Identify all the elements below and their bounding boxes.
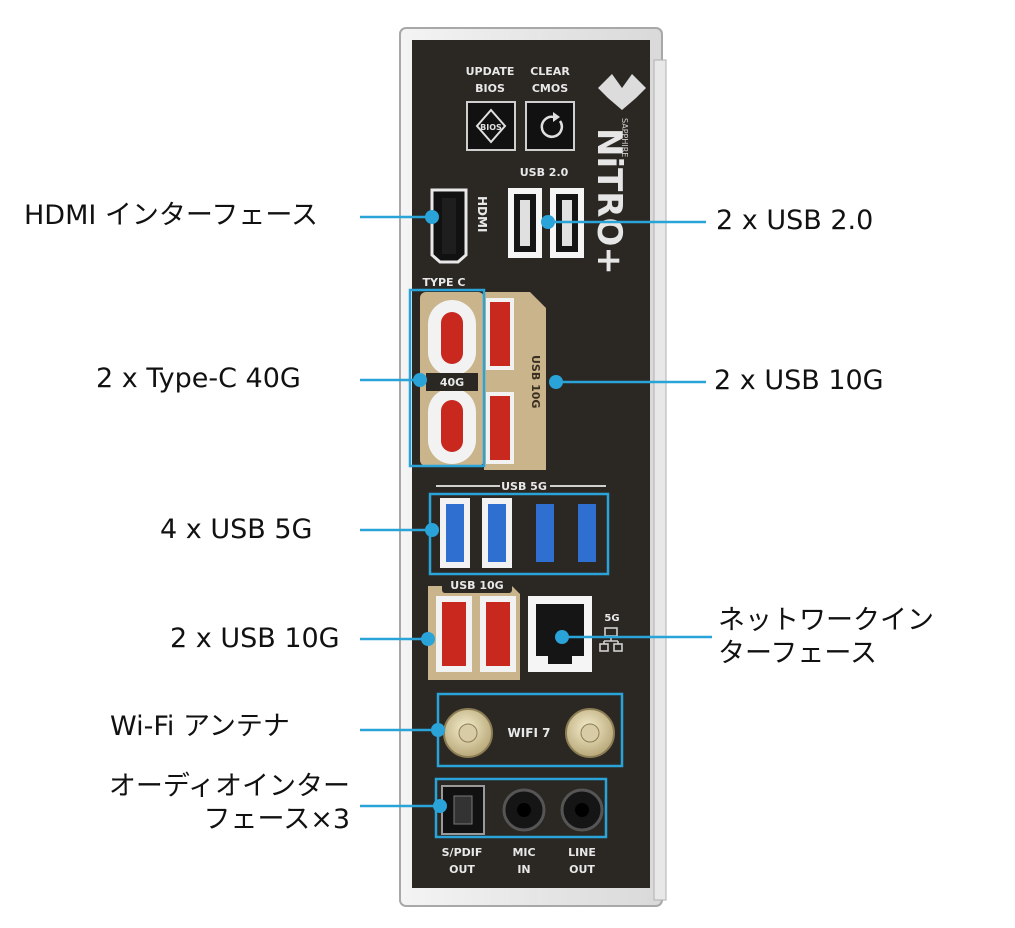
hdmi-port: HDMI bbox=[430, 188, 489, 264]
clear-cmos-label: CLEAR CMOS bbox=[530, 65, 570, 95]
callout-usb20: 2 x USB 2.0 bbox=[716, 205, 874, 236]
mic-line1: MIC bbox=[512, 846, 535, 859]
clear-cmos-line2: CMOS bbox=[532, 82, 568, 95]
reset-icon bbox=[540, 115, 564, 138]
usb10g-lower-label: USB 10G bbox=[450, 579, 503, 592]
update-bios-label: UPDATE BIOS bbox=[466, 65, 515, 95]
typec-label: TYPE C bbox=[423, 276, 466, 289]
nitro-logo: SAPPHIRE NiTRO+ bbox=[589, 74, 646, 275]
callout-audio-line2: フェース×3 bbox=[203, 804, 350, 835]
brand-text: SAPPHIRE bbox=[620, 118, 629, 157]
hdmi-label: HDMI bbox=[475, 196, 489, 232]
ethernet-port: 5G bbox=[528, 596, 623, 672]
update-bios-line1: UPDATE bbox=[466, 65, 515, 78]
net-5g-label: 5G bbox=[604, 613, 619, 624]
bios-icon bbox=[475, 108, 507, 144]
usb5g-ports: USB 5G bbox=[436, 480, 606, 568]
audio-ports: S/PDIF OUT MIC IN LINE OUT bbox=[441, 785, 604, 876]
callout-usb10g-left: 2 x USB 10G bbox=[170, 623, 340, 654]
leader-lines bbox=[360, 215, 712, 808]
callout-usb10g-right: 2 x USB 10G bbox=[714, 365, 884, 396]
logo-text: NiTRO+ bbox=[589, 128, 629, 275]
spdif-line1: S/PDIF bbox=[442, 846, 483, 859]
callout-network-line1: ネットワークイン bbox=[718, 605, 934, 636]
usb10g-vertical-label: USB 10G bbox=[529, 355, 542, 408]
wifi7-label: WIFI 7 bbox=[508, 726, 551, 740]
typec-highlight bbox=[408, 288, 486, 468]
callout-network-line2: ターフェース bbox=[718, 638, 878, 669]
c40g-label: 40G bbox=[440, 376, 464, 389]
line-line2: OUT bbox=[569, 863, 595, 876]
clear-cmos-button[interactable] bbox=[525, 101, 575, 151]
typec-ports: TYPE C 40G bbox=[420, 276, 484, 466]
usb5g-label: USB 5G bbox=[501, 480, 547, 493]
sapphire-emblem bbox=[598, 74, 646, 110]
leader-dots bbox=[413, 210, 569, 813]
wifi-antennas: WIFI 7 bbox=[443, 708, 615, 758]
update-bios-line2: BIOS bbox=[475, 82, 505, 95]
usb10g-lower-ports: USB 10G bbox=[428, 577, 520, 680]
callout-usb5g: 4 x USB 5G bbox=[160, 514, 313, 545]
callout-network: ネットワークイン ターフェース bbox=[718, 604, 1008, 670]
bios-icon-text: BIOS bbox=[480, 123, 502, 132]
line-line1: LINE bbox=[568, 846, 596, 859]
callout-wifi: Wi-Fi アンテナ bbox=[110, 711, 290, 742]
clear-cmos-line1: CLEAR bbox=[530, 65, 570, 78]
usb20-label: USB 2.0 bbox=[520, 166, 569, 179]
spdif-line2: OUT bbox=[449, 863, 475, 876]
callout-audio: オーディオインター フェース×3 bbox=[20, 770, 350, 836]
mic-line2: IN bbox=[517, 863, 530, 876]
callout-typec: 2 x Type-C 40G bbox=[96, 363, 301, 394]
callout-hdmi: HDMI インターフェース bbox=[24, 200, 318, 231]
update-bios-button[interactable]: BIOS bbox=[466, 101, 516, 151]
usb10g-upper-ports: USB 10G bbox=[484, 292, 546, 470]
callout-audio-line1: オーディオインター bbox=[108, 771, 350, 802]
